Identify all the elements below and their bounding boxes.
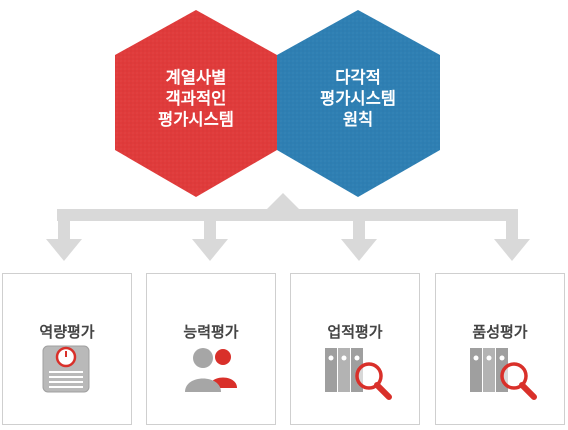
hexagon-left-line-2: 객과적인 [166, 89, 227, 108]
connector-stem-1 [58, 219, 70, 241]
card-competency: 역량평가 [2, 273, 132, 425]
hexagon-left-line-1: 계열사별 [166, 68, 227, 87]
hexagon-right-texture [277, 10, 440, 197]
connector-arrowhead-4 [494, 239, 530, 261]
connector-stem-3 [353, 219, 365, 241]
card-character: 품성평가 [435, 273, 565, 425]
connector-arrowhead-2 [192, 239, 228, 261]
connector-stem-4 [506, 219, 518, 241]
card-performance: 업적평가 [290, 273, 420, 425]
hexagon-right-line-2: 평가시스템 [320, 89, 396, 108]
connector-top-arrowhead [265, 193, 301, 211]
card-label: 역량평가 [39, 323, 95, 341]
card-ability: 능력평가 [146, 273, 276, 425]
connector-horizontal-bar [57, 209, 518, 221]
people-icon [185, 348, 237, 392]
connector-stem-2 [204, 219, 216, 241]
connector-arrowhead-1 [46, 239, 82, 261]
hexagon-left-line-3: 평가시스템 [158, 110, 234, 129]
hexagon-left-texture [115, 10, 277, 197]
card-label: 품성평가 [472, 323, 528, 341]
scale-icon [42, 345, 90, 393]
card-label: 업적평가 [327, 323, 383, 341]
hexagon-right-line-3: 원칙 [343, 110, 373, 129]
binders-magnifier-icon [325, 348, 392, 400]
connector-arrowhead-3 [341, 239, 377, 261]
card-label: 능력평가 [183, 323, 239, 341]
connector-arrows [46, 193, 530, 261]
binders-magnifier-icon [470, 348, 537, 400]
hexagon-right-line-1: 다각적 [335, 68, 381, 87]
